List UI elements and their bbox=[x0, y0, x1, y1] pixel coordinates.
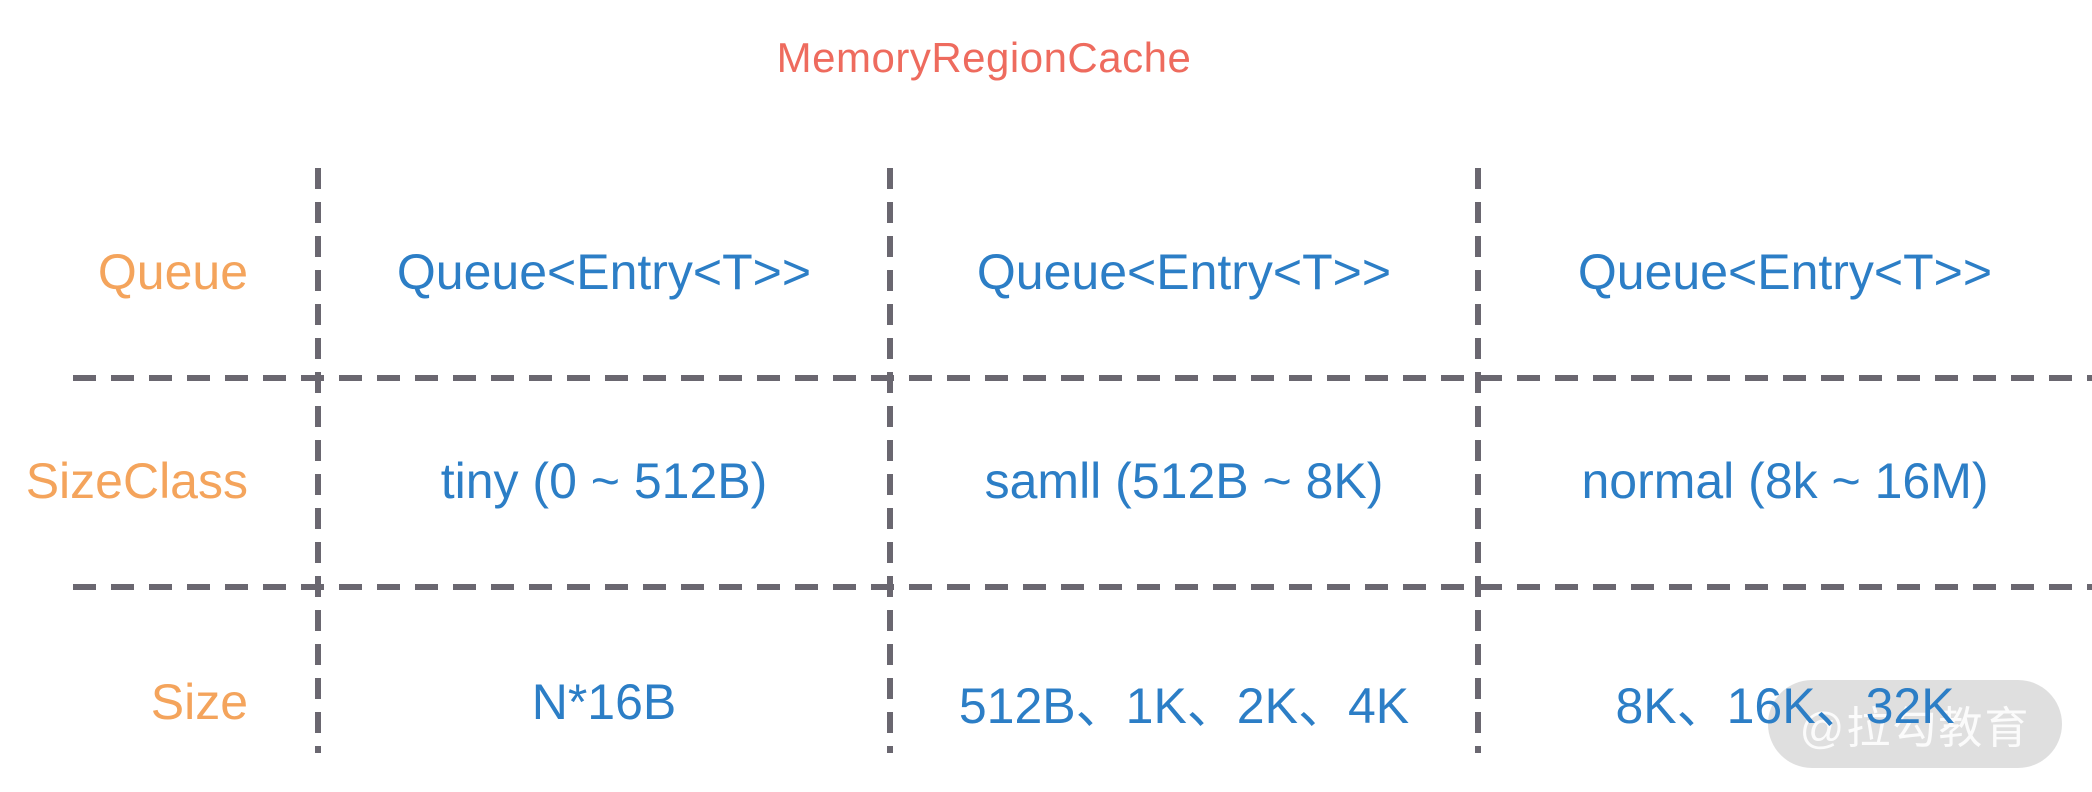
size-cell-tiny: N*16B bbox=[531, 673, 677, 730]
column-divider-3 bbox=[1475, 168, 1481, 753]
row-label-size: Size bbox=[150, 673, 248, 730]
column-divider-1 bbox=[315, 168, 321, 753]
queue-cell-small: Queue<Entry<T>> bbox=[976, 243, 1392, 300]
column-divider-2 bbox=[887, 168, 893, 753]
row-label-sizeclass: SizeClass bbox=[25, 453, 248, 509]
watermark-badge: @拉勾教育 bbox=[1768, 680, 2062, 768]
sizeclass-cell-normal: normal (8k ~ 16M) bbox=[1581, 453, 1989, 509]
row-divider-2 bbox=[73, 584, 2092, 590]
row-label-queue: Queue bbox=[97, 243, 248, 300]
queue-cell-normal: Queue<Entry<T>> bbox=[1577, 243, 1993, 300]
queue-cell-tiny: Queue<Entry<T>> bbox=[396, 243, 812, 300]
row-divider-1 bbox=[73, 375, 2092, 381]
sizeclass-cell-small: samll (512B ~ 8K) bbox=[984, 453, 1384, 509]
sizeclass-cell-tiny: tiny (0 ~ 512B) bbox=[440, 453, 768, 509]
diagram-table: Queue Queue<Entry<T>> Queue<Entry<T>> Qu… bbox=[0, 168, 2092, 790]
diagram-title: MemoryRegionCache bbox=[776, 34, 1192, 81]
size-cell-normal: 8K、16K、32K bbox=[1615, 677, 1955, 734]
size-cell-small: 512B、1K、2K、4K bbox=[958, 677, 1410, 734]
